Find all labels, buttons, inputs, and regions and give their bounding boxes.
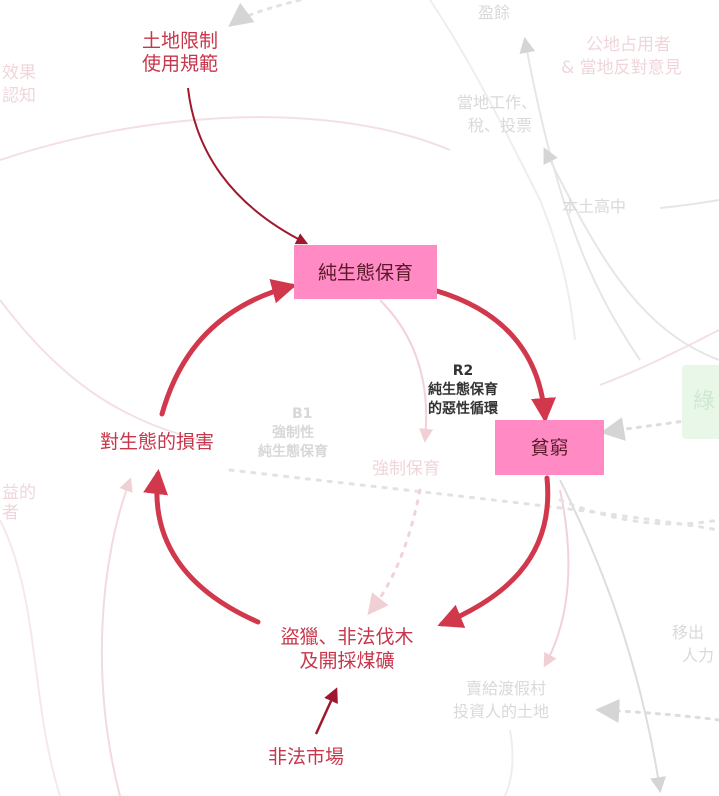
faded-node-efficiency-1: 效果 — [2, 63, 36, 83]
faded-green-label: 綠 — [693, 389, 715, 414]
faded-node-emigration-2: 人力 — [682, 646, 714, 665]
poaching-label-2: 及開採煤礦 — [299, 650, 394, 672]
loop-r2-id: R2 — [453, 363, 474, 379]
node-poverty: 貧窮 — [495, 420, 604, 475]
link-conservation-to-poverty — [434, 288, 556, 423]
loop-b1-id: B1 — [292, 406, 312, 422]
pure-conservation-label: 純生態保育 — [318, 262, 413, 284]
loop-r2-line-2: 的惡性循環 — [428, 400, 499, 417]
faded-link — [504, 729, 514, 796]
faded-link — [228, 0, 302, 27]
faded-link — [600, 417, 692, 441]
faded-link — [543, 489, 570, 668]
faded-node-local-jobs-2: 稅、投票 — [468, 116, 532, 135]
faded-link — [519, 36, 641, 361]
faded-green-node — [682, 365, 719, 439]
faded-node-landowners-1: 公地占用者 — [586, 35, 671, 55]
loop-b1-line-2: 純生態保育 — [258, 443, 328, 460]
pure-conservation-box — [294, 245, 437, 299]
faded-node-forced-conservation: 強制保育 — [372, 459, 440, 479]
link-damage-to-conservation — [159, 279, 297, 417]
faded-node-sold-land-2: 投資人的土地 — [453, 702, 549, 721]
faded-link — [559, 479, 666, 794]
faded-node-profit: 盈餘 — [478, 3, 510, 22]
faded-node-left-fragment-2: 者 — [2, 503, 19, 523]
poverty-box — [495, 420, 604, 475]
faded-node-efficiency-2: 認知 — [2, 86, 36, 106]
faded-link — [558, 498, 719, 526]
loop-r2-line-1: 純生態保育 — [428, 381, 498, 398]
faded-link — [659, 199, 719, 209]
link-poaching-to-damage — [143, 469, 261, 625]
loop-b1-line-1: 強制性 — [272, 424, 314, 441]
faded-link — [228, 468, 719, 532]
node-pure-conservation: 純生態保育 — [294, 245, 437, 299]
poaching-label-1: 盜獵、非法伐木 — [280, 626, 413, 648]
faded-link — [379, 299, 434, 443]
link-illegal-market-to-poaching — [314, 687, 338, 735]
faded-node-local-jobs-1: 當地工作、 — [457, 93, 537, 112]
faded-node-left-fragment-1: 益的 — [2, 483, 36, 503]
illegal-market-label: 非法市場 — [268, 746, 344, 768]
faded-link — [100, 477, 133, 796]
faded-node-local-high: 本土高中 — [562, 197, 626, 216]
faded-node-emigration-1: 移出 — [672, 623, 704, 642]
faded-link — [543, 147, 719, 361]
faded-link — [599, 329, 719, 386]
main-loop — [143, 279, 556, 628]
faded-node-landowners-2: & 當地反對意見 — [561, 58, 682, 78]
link-land-restriction-to-conservation — [187, 87, 309, 245]
ecological-damage-label: 對生態的損害 — [100, 431, 214, 453]
faded-link — [429, 0, 576, 341]
faded-link — [0, 116, 451, 161]
faded-link — [367, 488, 422, 616]
land-restriction-label-1: 土地限制 — [142, 30, 218, 52]
land-restriction-label-2: 使用規範 — [142, 53, 218, 75]
faded-labels: 盈餘 公地占用者 & 當地反對意見 當地工作、 稅、投票 本土高中 效果 認知 … — [2, 3, 714, 721]
faded-link — [0, 299, 201, 441]
faded-link — [0, 519, 61, 796]
faded-link — [595, 698, 719, 723]
faded-node-sold-land-1: 賣給渡假村 — [466, 679, 546, 698]
link-poverty-to-poaching — [437, 475, 551, 628]
poverty-label: 貧窮 — [530, 437, 568, 459]
